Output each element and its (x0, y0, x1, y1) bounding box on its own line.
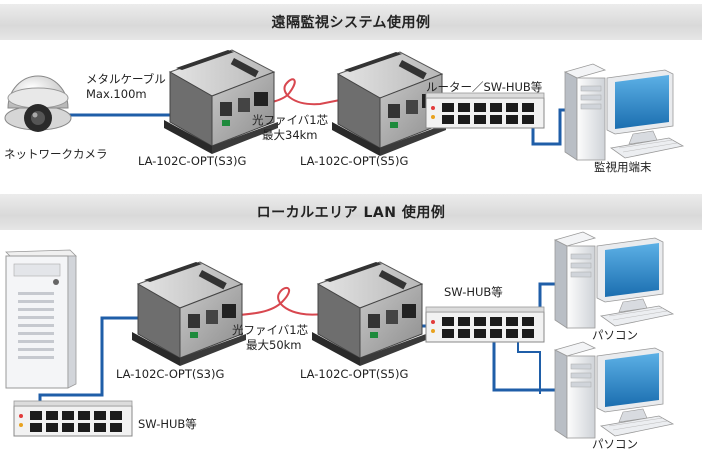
lan-cable-hub-converter (38, 316, 140, 404)
device-left-label: LA-102C-OPT(S3)G (138, 154, 246, 168)
hub-top-label: SW-HUB等 (444, 285, 503, 299)
pc-label: 監視用端末 (594, 160, 652, 174)
fiber-label-line1-lan: 光ファイバ1芯 (232, 323, 308, 337)
fiber-cable-lan (225, 286, 341, 317)
lan-cable-hub-pc (531, 108, 570, 146)
media-converter-icon (163, 49, 279, 155)
section-header-remote: 遠隔監視システム使用例 (0, 4, 702, 40)
fiber-label-line2: 最大34km (262, 128, 318, 142)
pc2-label: パソコン (592, 437, 638, 451)
dome-camera-icon (4, 75, 72, 132)
section-title-lan: ローカルエリア LAN 使用例 (256, 205, 446, 221)
media-converter-icon (131, 261, 247, 367)
device-left-label-lan: LA-102C-OPT(S3)G (116, 367, 224, 381)
hub-bottom-label: SW-HUB等 (138, 417, 197, 431)
switching-hub-icon (425, 92, 545, 129)
section-title-remote: 遠隔監視システム使用例 (271, 15, 431, 31)
cable-label-line2: Max.100m (86, 87, 147, 101)
desktop-pc-icon (564, 63, 684, 161)
desktop-pc-icon (554, 341, 674, 439)
device-right-label: LA-102C-OPT(S5)G (300, 154, 408, 168)
server-tower-icon (5, 249, 77, 389)
section-header-lan: ローカルエリア LAN 使用例 (0, 194, 702, 230)
switching-hub-icon (425, 306, 545, 343)
fiber-label-line1: 光ファイバ1芯 (252, 113, 328, 127)
media-converter-icon (311, 261, 427, 367)
cable-label-line1: メタルケーブル (86, 72, 166, 86)
desktop-pc-icon (554, 231, 674, 329)
hub-label: ルーター／SW-HUB等 (426, 80, 542, 94)
pc1-label: パソコン (592, 328, 638, 342)
device-right-label-lan: LA-102C-OPT(S5)G (300, 367, 408, 381)
camera-label: ネットワークカメラ (4, 147, 108, 161)
fiber-label-line2-lan: 最大50km (246, 338, 302, 352)
fiber-cable-remote (243, 78, 341, 107)
switching-hub-icon (13, 400, 133, 437)
lan-cable-hub-pc2 (492, 332, 558, 392)
